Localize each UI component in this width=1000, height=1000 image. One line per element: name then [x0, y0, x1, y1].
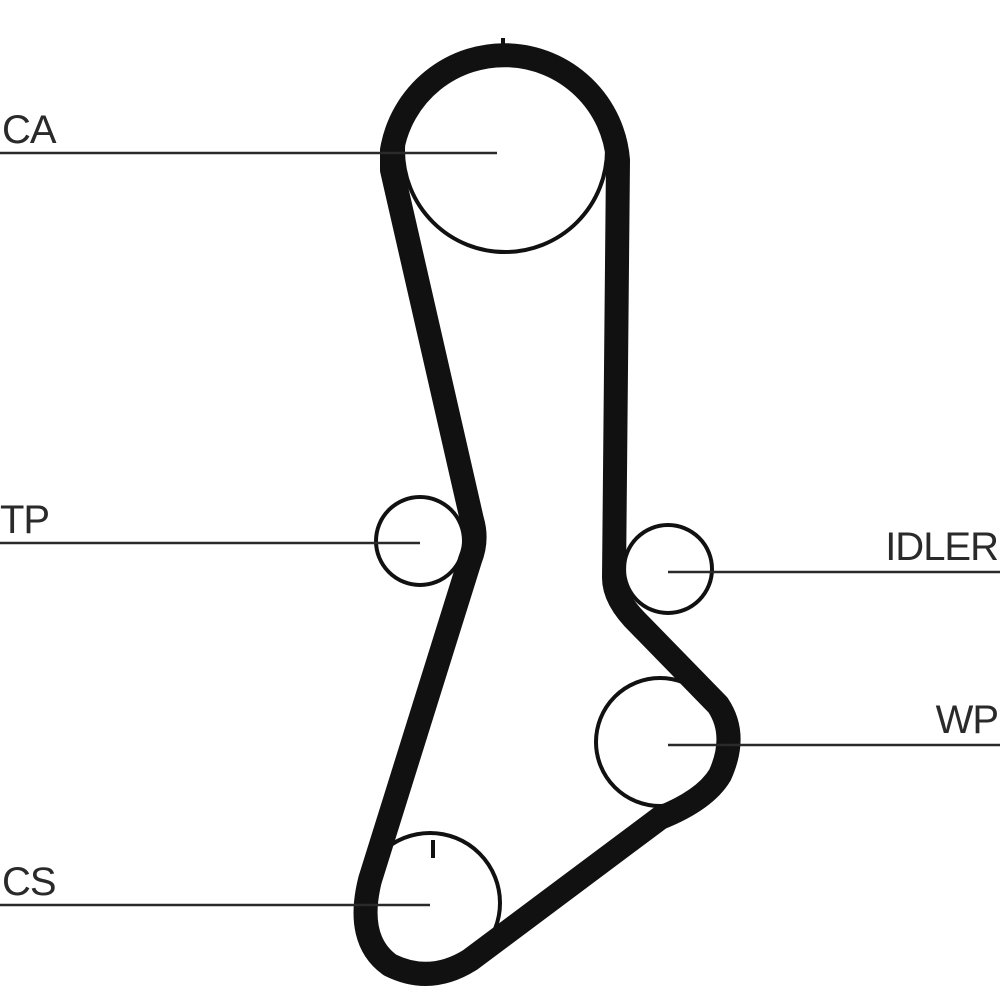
label-tp: TP: [0, 498, 50, 542]
pulley-wp: [594, 676, 726, 808]
label-cs: CS: [2, 860, 57, 904]
pulley-idler: [622, 523, 714, 615]
pulley-ca: [401, 46, 609, 254]
label-ca: CA: [2, 108, 57, 152]
label-idler: IDLER: [885, 525, 999, 569]
pulley-tp: [374, 495, 466, 587]
pulley-cs: [358, 831, 502, 975]
label-wp: WP: [935, 698, 999, 742]
timing-belt: [353, 43, 741, 986]
